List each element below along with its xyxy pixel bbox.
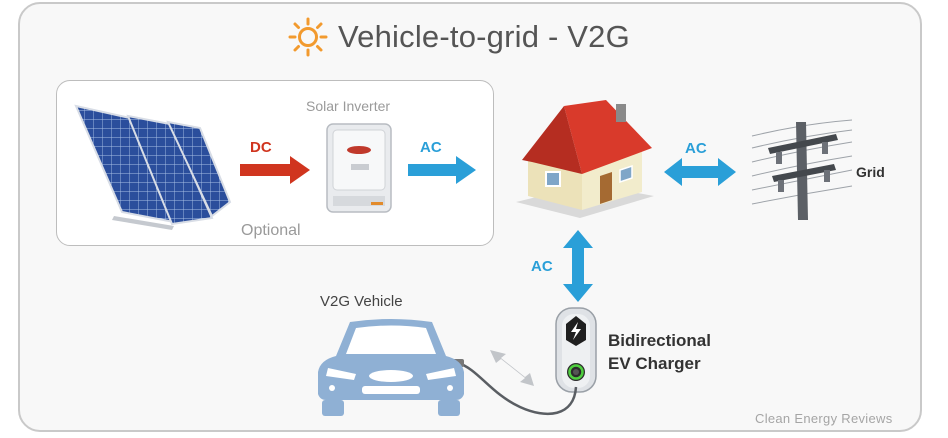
sun-icon — [288, 17, 328, 57]
ac-arrow-house-grid — [664, 158, 736, 186]
solar-inverter-label: Solar Inverter — [306, 98, 391, 114]
grid-label: Grid — [856, 164, 885, 180]
charger-label-line2: EV Charger — [608, 354, 701, 373]
ac-label-inverter-house: AC — [420, 139, 442, 156]
dc-label: DC — [250, 139, 272, 156]
ac-label-house-grid: AC — [685, 140, 707, 157]
ac-arrow-inverter-house — [408, 156, 476, 184]
solar-panel-icon — [74, 104, 232, 230]
car-icon — [318, 319, 464, 416]
credit-label: Clean Energy Reviews — [755, 411, 893, 426]
bidirectional-flow-arrow — [490, 350, 534, 386]
charger-label-line1: Bidirectional — [608, 331, 711, 350]
power-pole-icon — [751, 119, 853, 220]
page-title: Vehicle-to-grid - V2G — [338, 19, 630, 54]
ev-charger-icon — [555, 307, 597, 393]
vehicle-label: V2G Vehicle — [320, 293, 403, 310]
title-row: Vehicle-to-grid - V2G — [288, 12, 630, 62]
dc-arrow — [240, 156, 310, 184]
house-icon — [516, 100, 654, 218]
ac-label-house-charger: AC — [531, 258, 553, 275]
optional-label: Optional — [241, 222, 301, 239]
inverter-icon — [326, 123, 392, 213]
ac-arrow-house-charger — [563, 230, 593, 302]
